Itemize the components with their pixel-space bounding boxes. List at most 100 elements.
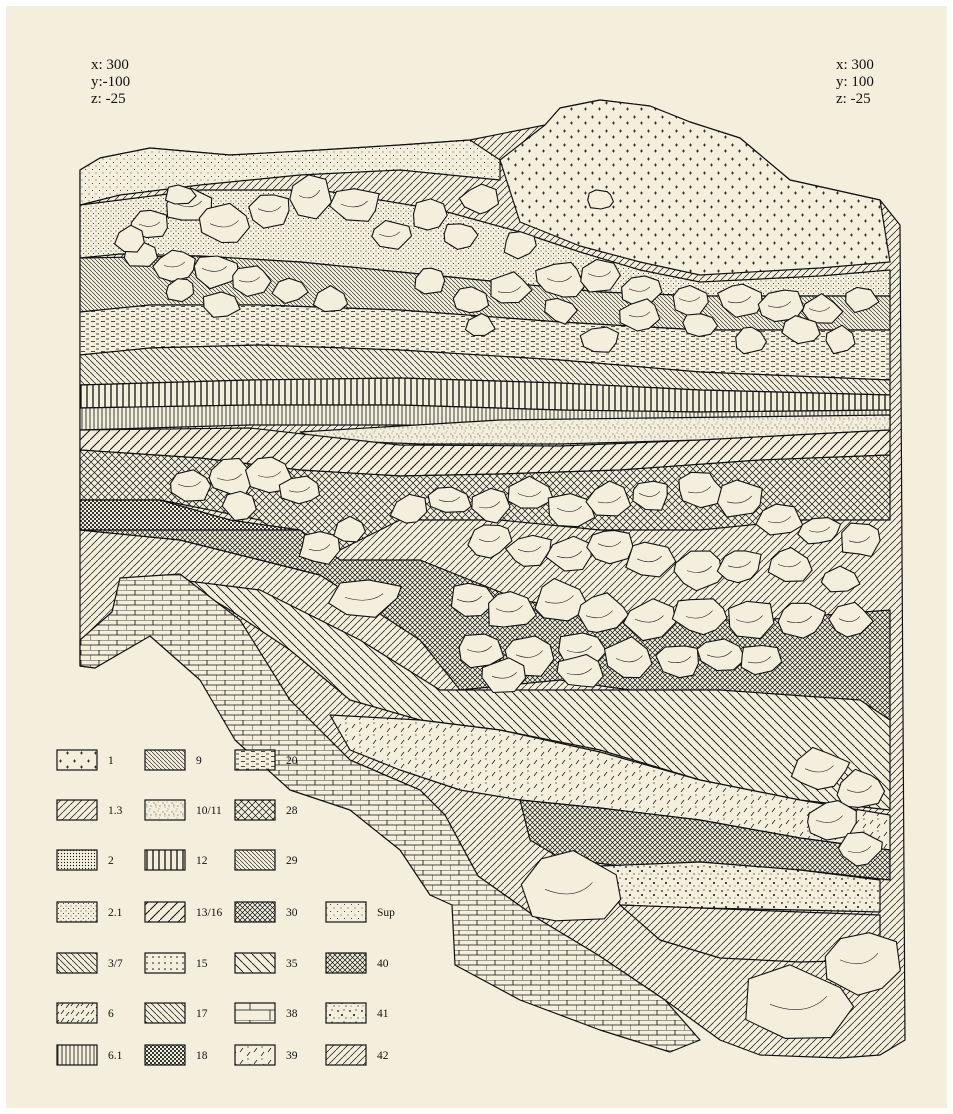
legend-swatch [144,849,186,871]
boulder-crack [478,501,501,509]
boulder [735,326,768,355]
boulder-crack [257,206,282,212]
boulder [198,202,251,244]
legend-swatch [144,952,186,974]
boulder [837,831,883,867]
legend-label: 6.1 [108,1050,123,1062]
boulder-crack [804,765,834,773]
boulder [717,283,763,318]
boulder [289,174,333,220]
boulder [271,277,309,305]
legend-label: 2 [108,855,114,867]
boulder [464,312,496,337]
legend-label: Sup [377,907,395,919]
legend-label: 12 [196,855,208,867]
legend-label: 39 [286,1050,298,1062]
boulder [577,592,630,633]
legend-label: 1 [108,755,114,767]
legend-swatch [234,749,276,771]
boulder-crack [767,516,792,523]
boulder [696,638,747,672]
legend-swatch [56,799,98,821]
legend-label: 28 [286,805,298,817]
boulder-crack [838,616,861,622]
boulder-crack [201,266,227,272]
legend-label: 3/7 [108,958,123,970]
boulder [535,261,585,298]
legend-swatch [56,901,98,923]
boulder [458,183,500,215]
boulder-crack [491,672,517,679]
legend-label: 13/16 [196,907,222,919]
boulder [504,534,552,567]
boulder [298,531,341,565]
boulder-crack [517,546,542,553]
boulder-crack [163,261,186,268]
boulder-crack [556,505,582,512]
legend-swatch [56,749,98,771]
boulder-crack [726,495,752,504]
boulder [716,550,762,584]
boulder [767,546,813,582]
legend-label: 1.3 [108,805,123,817]
boulder [622,598,677,642]
boulder [328,188,380,222]
boulder-crack [628,311,651,318]
boulder-crack [257,471,282,478]
legend-label: 35 [286,958,298,970]
boulder-crack [769,995,828,1010]
boulder [673,550,723,592]
boulder [202,291,241,318]
legend-swatch [56,1002,98,1024]
boulder-crack [138,221,161,227]
boulder [825,324,856,355]
boulder-crack [585,610,613,619]
boulder [488,591,537,628]
legend-swatch [234,952,276,974]
boulder-crack [815,815,843,823]
boulder-crack [786,615,812,624]
boulder [389,493,428,524]
boulder-crack [517,491,542,497]
boulder [327,579,403,618]
boulder [450,582,498,617]
boulders [113,174,901,1039]
boulder-crack [515,650,543,658]
boulder-crack [839,953,879,965]
coord-right-y: y: 100 [836,74,874,90]
boulder [471,487,511,524]
boulder [503,231,537,260]
legend-label: 20 [286,755,298,767]
boulder [371,219,413,250]
coord-left-x: x: 300 [91,57,129,73]
legend-swatch [234,799,276,821]
boulder-crack [727,561,752,568]
layer-1-top [499,99,891,276]
legend-label: 41 [377,1008,389,1020]
boulder-crack [556,550,582,559]
boulder-crack [735,615,763,623]
coord-left-y: y:-100 [91,74,130,90]
boulder-crack [209,220,239,228]
boulder-crack [678,296,701,302]
legend-label: 17 [196,1008,208,1020]
boulder-crack [848,536,871,543]
boulder-crack [686,565,712,573]
boulder-crack [456,595,482,603]
coord-left-z: z: -25 [91,91,126,107]
boulder [170,469,212,502]
boulder [165,278,195,303]
boulder-crack [378,231,401,237]
boulder [520,850,622,922]
legend-swatch [234,1002,276,1024]
coord-right-x: x: 300 [836,57,874,73]
boulder [797,517,842,545]
boulder-crack [466,645,492,653]
legend-swatch [144,749,186,771]
boulder-crack [727,296,752,304]
boulder [828,601,874,638]
boulder-crack [636,555,662,563]
boulder [682,313,719,338]
boulder [587,189,615,210]
